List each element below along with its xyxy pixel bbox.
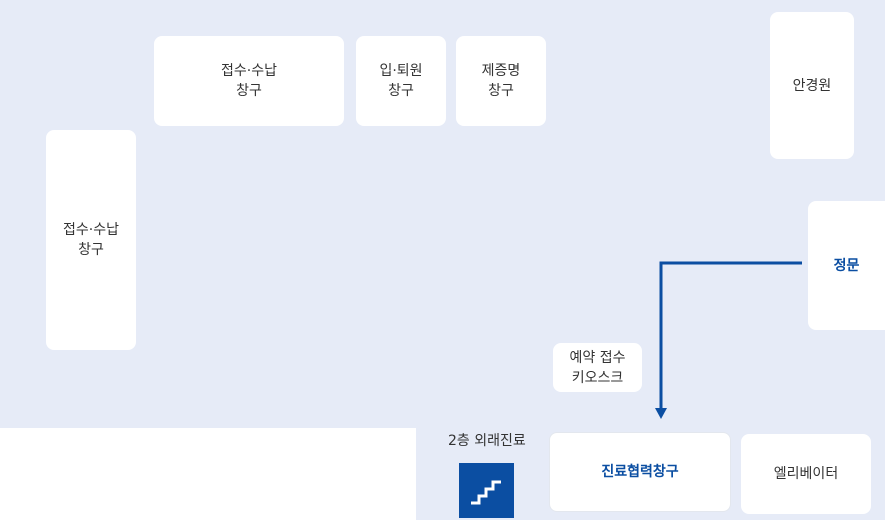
admission-window: 입·퇴원 창구: [356, 36, 446, 126]
certificate-window-label: 제증명 창구: [481, 63, 521, 99]
optical-shop-label: 안경원: [792, 77, 832, 94]
reception-window-left-label: 접수·수납 창구: [63, 222, 119, 258]
elevator-label: 엘리베이터: [773, 466, 839, 482]
reception-window-top: 접수·수납 창구: [154, 36, 344, 126]
stairs-icon: [459, 463, 514, 518]
reception-window-top-label: 접수·수납 창구: [221, 63, 277, 99]
certificate-window: 제증명 창구: [456, 36, 546, 126]
main-gate: 정문: [808, 201, 885, 330]
medical-cooperation-window: 진료협력창구: [549, 432, 731, 512]
stairs-label: 2층 외래진료: [448, 433, 526, 449]
admission-window-label: 입·퇴원 창구: [379, 63, 423, 99]
reception-window-left: 접수·수납 창구: [46, 130, 136, 350]
reservation-kiosk-label: 예약 접수 키오스크: [569, 349, 626, 386]
optical-shop: 안경원: [770, 12, 854, 159]
medical-cooperation-window-label: 진료협력창구: [601, 464, 679, 480]
elevator: 엘리베이터: [741, 434, 871, 514]
main-gate-label: 정문: [833, 257, 860, 274]
arrow-down-icon: [655, 408, 667, 419]
lower-right-zone: [416, 520, 885, 530]
lower-left-zone: [0, 428, 416, 530]
route-path: [659, 261, 802, 412]
reservation-kiosk: 예약 접수 키오스크: [553, 343, 642, 392]
